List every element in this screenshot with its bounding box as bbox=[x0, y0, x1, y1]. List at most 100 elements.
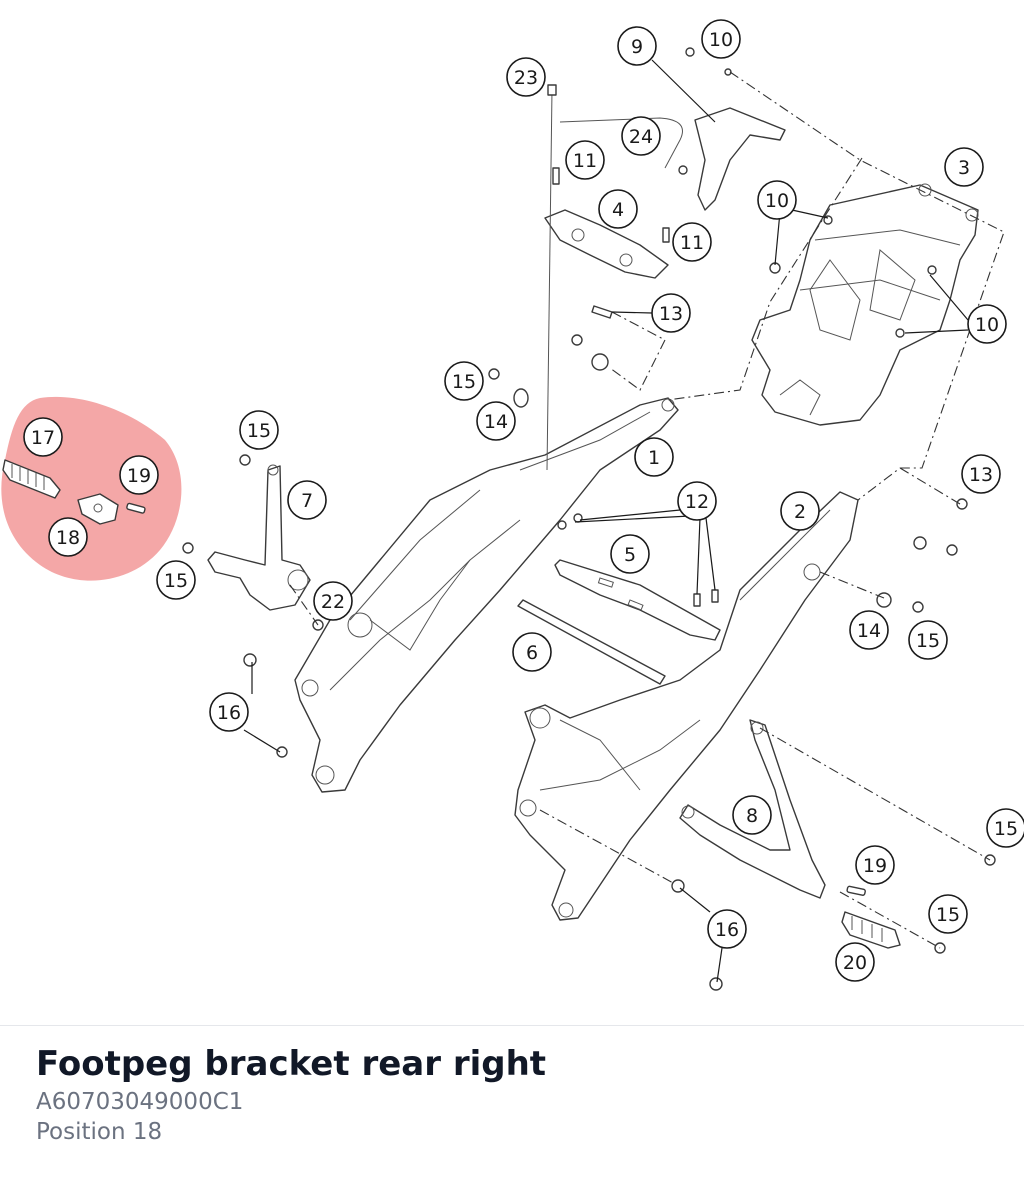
callout-circle bbox=[512, 632, 552, 672]
callout-1[interactable]: 1 bbox=[634, 437, 674, 477]
callout-12[interactable]: 12 bbox=[677, 481, 717, 521]
callout-19[interactable]: 19 bbox=[119, 455, 159, 495]
callout-label: 10 bbox=[975, 314, 999, 336]
callout-17[interactable]: 17 bbox=[23, 417, 63, 457]
callout-8[interactable]: 8 bbox=[732, 795, 772, 835]
callout-10[interactable]: 10 bbox=[757, 180, 797, 220]
part-7-footpeg-hanger-left[interactable] bbox=[207, 464, 311, 611]
callout-label: 15 bbox=[247, 420, 271, 442]
callout-circle bbox=[617, 26, 657, 66]
callout-circle bbox=[634, 437, 674, 477]
callout-16[interactable]: 16 bbox=[707, 909, 747, 949]
callout-label: 3 bbox=[958, 157, 970, 179]
callout-circle bbox=[156, 560, 196, 600]
callout-circle bbox=[961, 454, 1001, 494]
callout-label: 15 bbox=[916, 630, 940, 652]
part-6-tube[interactable] bbox=[517, 599, 666, 685]
part-9-small-bracket[interactable] bbox=[694, 107, 786, 211]
callout-5[interactable]: 5 bbox=[610, 534, 650, 574]
callout-label: 23 bbox=[514, 67, 538, 89]
part-position: Position 18 bbox=[36, 1119, 163, 1145]
callout-circle bbox=[565, 140, 605, 180]
part-3-electronics-tray[interactable] bbox=[751, 183, 979, 426]
callout-circle bbox=[928, 894, 968, 934]
callout-circle bbox=[944, 147, 984, 187]
callout-16[interactable]: 16 bbox=[209, 692, 249, 732]
callout-15[interactable]: 15 bbox=[986, 808, 1024, 848]
callout-14[interactable]: 14 bbox=[849, 610, 889, 650]
callout-circle bbox=[908, 620, 948, 660]
callout-circle bbox=[707, 909, 747, 949]
callout-22[interactable]: 22 bbox=[313, 581, 353, 621]
callout-label: 2 bbox=[794, 501, 806, 523]
part-19-pin-left[interactable] bbox=[126, 502, 146, 514]
callout-20[interactable]: 20 bbox=[835, 942, 875, 982]
part-title: Footpeg bracket rear right bbox=[36, 1044, 547, 1084]
callout-label: 15 bbox=[452, 371, 476, 393]
callout-label: 1 bbox=[648, 447, 660, 469]
callout-15[interactable]: 15 bbox=[156, 560, 196, 600]
callout-18[interactable]: 18 bbox=[48, 517, 88, 557]
callout-4[interactable]: 4 bbox=[598, 189, 638, 229]
callout-3[interactable]: 3 bbox=[944, 147, 984, 187]
callout-circle bbox=[610, 534, 650, 574]
callout-label: 20 bbox=[843, 952, 867, 974]
callout-label: 16 bbox=[715, 919, 739, 941]
callout-label: 11 bbox=[680, 232, 704, 254]
callout-14[interactable]: 14 bbox=[476, 401, 516, 441]
callout-circle bbox=[849, 610, 889, 650]
part-17-footpeg-rubber[interactable] bbox=[2, 459, 61, 499]
hardware-fasteners bbox=[182, 47, 996, 991]
part-20-footpeg-right[interactable] bbox=[841, 911, 901, 949]
callout-label: 9 bbox=[631, 36, 643, 58]
callout-circle bbox=[855, 845, 895, 885]
callout-15[interactable]: 15 bbox=[239, 410, 279, 450]
callout-7[interactable]: 7 bbox=[287, 480, 327, 520]
part-18-footpeg-bracket[interactable] bbox=[77, 493, 119, 525]
diagram-canvas: 9102324114113101013151411719181571522161… bbox=[1, 19, 1024, 991]
callout-circle bbox=[701, 19, 741, 59]
callout-circle bbox=[651, 293, 691, 333]
part-info-panel: Footpeg bracket rear right A60703049000C… bbox=[36, 1044, 996, 1147]
callout-10[interactable]: 10 bbox=[701, 19, 741, 59]
callout-9[interactable]: 9 bbox=[617, 26, 657, 66]
part-24-cable[interactable] bbox=[559, 117, 683, 169]
callout-15[interactable]: 15 bbox=[444, 361, 484, 401]
callout-circle bbox=[621, 116, 661, 156]
callout-label: 11 bbox=[573, 150, 597, 172]
callout-13[interactable]: 13 bbox=[961, 454, 1001, 494]
callout-13[interactable]: 13 bbox=[651, 293, 691, 333]
callout-label: 4 bbox=[612, 199, 624, 221]
callout-circle bbox=[239, 410, 279, 450]
callout-6[interactable]: 6 bbox=[512, 632, 552, 672]
callout-11[interactable]: 11 bbox=[672, 222, 712, 262]
leader-lines bbox=[243, 59, 969, 983]
part-23-long-bolt[interactable] bbox=[546, 84, 557, 471]
callout-19[interactable]: 19 bbox=[855, 845, 895, 885]
callout-15[interactable]: 15 bbox=[908, 620, 948, 660]
callout-10[interactable]: 10 bbox=[967, 304, 1007, 344]
callout-circle bbox=[757, 180, 797, 220]
callout-circle bbox=[506, 57, 546, 97]
callout-11[interactable]: 11 bbox=[565, 140, 605, 180]
callout-label: 15 bbox=[994, 818, 1018, 840]
callout-label: 19 bbox=[863, 855, 887, 877]
callout-circle bbox=[444, 361, 484, 401]
callout-label: 13 bbox=[659, 303, 683, 325]
part-19-pin-right[interactable] bbox=[846, 885, 866, 896]
callout-2[interactable]: 2 bbox=[780, 491, 820, 531]
callout-label: 19 bbox=[127, 465, 151, 487]
callout-label: 24 bbox=[629, 126, 653, 148]
callout-15[interactable]: 15 bbox=[928, 894, 968, 934]
part-2-right-rail[interactable] bbox=[514, 491, 859, 921]
callout-circle bbox=[598, 189, 638, 229]
part-8-footpeg-hanger-right[interactable] bbox=[679, 719, 826, 899]
part-4-top-bracket[interactable] bbox=[544, 209, 669, 279]
part-5-plate[interactable] bbox=[554, 559, 721, 641]
callout-label: 6 bbox=[526, 642, 538, 664]
callout-24[interactable]: 24 bbox=[621, 116, 661, 156]
callout-circle bbox=[672, 222, 712, 262]
callout-23[interactable]: 23 bbox=[506, 57, 546, 97]
part-1-left-rail[interactable] bbox=[294, 397, 679, 793]
